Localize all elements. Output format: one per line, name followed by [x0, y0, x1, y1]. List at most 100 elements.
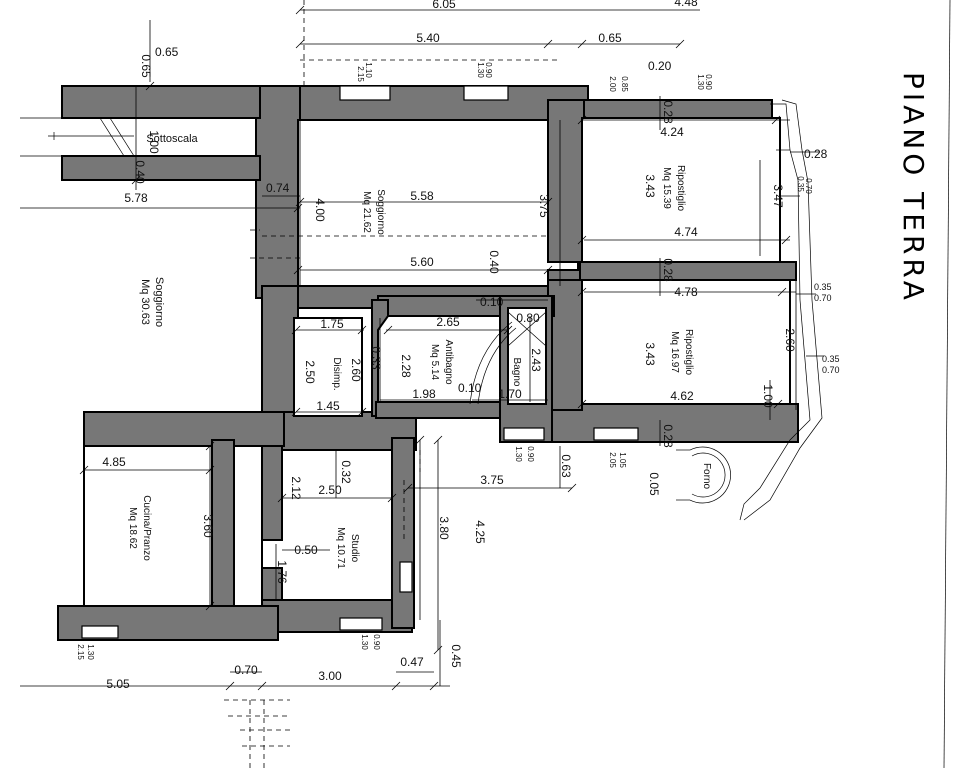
dim-0-05: 0.05	[647, 472, 661, 496]
dim-4-74: 4.74	[674, 225, 698, 239]
studio-name: Studio	[349, 534, 360, 563]
dim-4-62: 4.62	[670, 389, 694, 403]
dim-4-85: 4.85	[102, 455, 126, 469]
dim-2-15: 2.15	[356, 66, 365, 82]
dim-0-50: 0.50	[294, 543, 318, 557]
dim-3-60: 3.60	[201, 514, 215, 538]
dim-0-28-b: 0.28	[804, 147, 828, 161]
dimension-ticks	[79, 5, 791, 691]
dim-2-12: 2.12	[289, 476, 303, 500]
sottoscala-label: Sottoscala	[146, 133, 198, 145]
ripostiglio-bottom-area: Mq 16.97	[669, 331, 680, 373]
dim-0-65-left: 0.65	[155, 45, 179, 59]
soggiorno-left-name: Soggiorno	[153, 277, 165, 327]
bagno-curve	[469, 311, 547, 405]
dim-0-70-c: 0.70	[822, 365, 840, 375]
dim-0-74: 0.74	[266, 181, 290, 195]
room-labels: Sottoscala Soggiorno Mq 30.63 Soggiorno …	[127, 133, 712, 569]
guide-lines	[224, 0, 560, 768]
soggiorno-area: Mq 21.62	[361, 191, 372, 233]
dim-1-30-c: 1.30	[514, 446, 523, 462]
window-markers	[81, 85, 639, 639]
dim-0-28-c: 0.28	[661, 258, 675, 282]
dim-4-00: 4.00	[313, 198, 327, 222]
dim-0-20: 0.20	[648, 59, 672, 73]
dim-1-76: 1.76	[275, 560, 289, 584]
dim-4-24: 4.24	[660, 125, 684, 139]
dim-2-50-stu: 2.50	[318, 483, 342, 497]
dim-1-30-e: 1.30	[86, 644, 95, 660]
dim-4-78: 4.78	[674, 285, 698, 299]
soggiorno-name: Soggiorno	[375, 189, 386, 235]
cucina-area: Mq 18.62	[127, 507, 138, 549]
dim-0-80: 0.80	[516, 311, 540, 325]
dim-3-00: 3.00	[318, 669, 342, 683]
dim-2-28: 2.28	[399, 354, 413, 378]
dim-1-00-rip: 1.00	[761, 384, 775, 408]
dim-2-43: 2.43	[529, 348, 543, 372]
dim-0-85: 0.85	[620, 76, 629, 92]
dim-5-78: 5.78	[124, 191, 148, 205]
forno-oven	[676, 446, 731, 504]
antibagno-name: Antibagno	[443, 339, 454, 384]
dim-3-43-top: 3.43	[643, 174, 657, 198]
dim-0-28-a: 0.28	[661, 100, 675, 124]
dim-2-15-b: 2.15	[76, 644, 85, 660]
stair-lines	[20, 117, 260, 157]
dim-0-35-a: 0.35	[796, 176, 805, 192]
dim-4-25: 4.25	[473, 520, 487, 544]
dim-1-00-stair: 1.00	[147, 130, 161, 154]
studio-area: Mq 10.71	[335, 527, 346, 569]
dim-0-90-c: 0.90	[526, 446, 535, 462]
dim-2-65: 2.65	[436, 315, 460, 329]
dim-0-40-stair: 0.40	[133, 160, 147, 184]
dim-1-30-b: 1.30	[696, 74, 705, 90]
dim-1-98: 1.98	[412, 387, 436, 401]
sheet-edge	[943, 0, 951, 768]
dim-0-35-b: 0.35	[814, 282, 832, 292]
disimp-label: Disimp.	[331, 357, 342, 390]
dim-0-70-b: 0.70	[814, 293, 832, 303]
soggiorno-left-area: Mq 30.63	[139, 279, 151, 325]
dim-3-75-b: 3.75	[480, 473, 504, 487]
dim-2-60-rip: 2.60	[783, 328, 797, 352]
dim-0-70-a: 0.70	[804, 178, 813, 194]
dim-0-47: 0.47	[400, 655, 424, 669]
dim-0-45: 0.45	[449, 644, 463, 668]
dim-1-10: 1.10	[364, 62, 373, 78]
dim-1-30-d: 1.30	[360, 634, 369, 650]
ripostiglio-bottom-name: Ripostiglio	[683, 329, 694, 376]
dim-4-48: 4.48	[674, 0, 698, 9]
dim-1-70: 1.70	[498, 387, 522, 401]
dim-0-35-c: 0.35	[822, 354, 840, 364]
ripostiglio-top-area: Mq 15.39	[661, 167, 672, 209]
dimension-labels: 6.05 4.48 5.40 0.65 0.65 0.20 0.65 1.00 …	[76, 0, 840, 691]
dim-2-00: 2.00	[608, 76, 617, 92]
dim-0-40: 0.40	[487, 250, 501, 274]
dim-1-45: 1.45	[316, 399, 340, 413]
dim-1-75: 1.75	[320, 317, 344, 331]
rooms	[83, 117, 791, 607]
dim-0-90-d: 0.90	[372, 634, 381, 650]
dim-0-65-vert: 0.65	[139, 54, 153, 78]
dim-2-05: 2.05	[608, 452, 617, 468]
dimension-lines	[20, 9, 820, 687]
dim-5-58: 5.58	[410, 189, 434, 203]
dim-0-70-bot: 0.70	[234, 663, 258, 677]
dim-6-05: 6.05	[432, 0, 456, 11]
dim-3-80: 3.80	[437, 516, 451, 540]
dim-0-65-top: 0.65	[598, 31, 622, 45]
dim-0-32: 0.32	[339, 460, 353, 484]
bagno-label: Bagno	[511, 358, 522, 387]
antibagno-area: Mq 5.14	[429, 344, 440, 381]
right-outer-walls	[739, 99, 824, 521]
dim-0-63: 0.63	[559, 454, 573, 478]
dim-0-28-d: 0.28	[661, 424, 675, 448]
dim-0-90-b: 0.90	[704, 74, 713, 90]
forno-label: Forno	[701, 463, 712, 490]
dim-5-40: 5.40	[416, 31, 440, 45]
dim-0-33: 0.33	[369, 346, 383, 370]
dim-5-60: 5.60	[410, 255, 434, 269]
dim-0-90-a: 0.90	[484, 62, 493, 78]
